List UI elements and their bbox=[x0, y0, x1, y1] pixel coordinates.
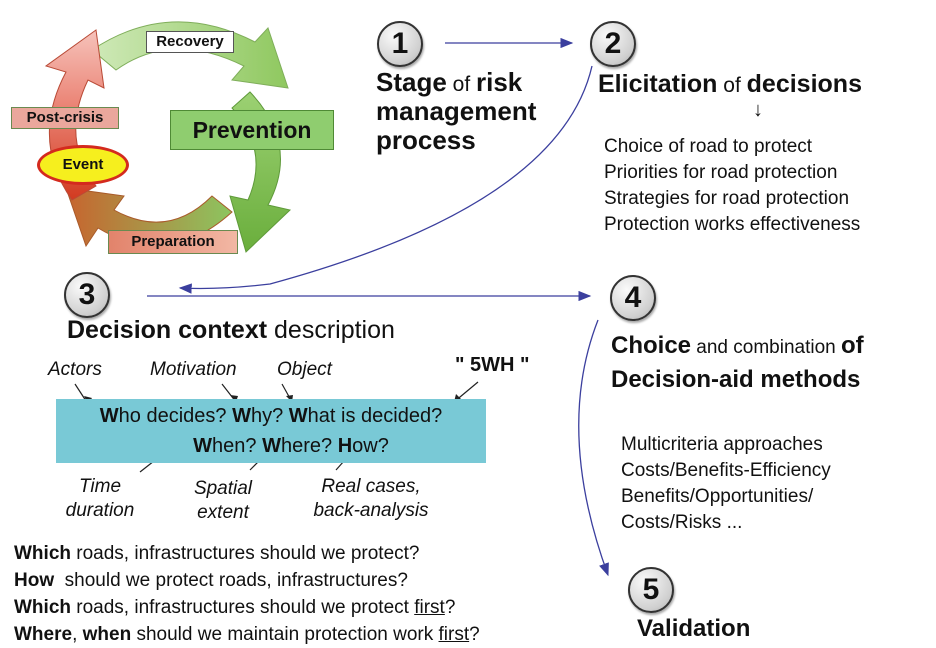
q4-text: should we maintain protection work bbox=[131, 624, 439, 645]
step-2-elicitation: Elicitation bbox=[598, 70, 718, 98]
list-item: Costs/Benefits-Efficiency bbox=[621, 460, 831, 481]
step-2-down-arrow: ↓ bbox=[753, 99, 763, 121]
q3-first: first bbox=[414, 597, 445, 618]
post-crisis-label: Post-crisis bbox=[11, 107, 119, 129]
step-1-line3: process bbox=[376, 125, 476, 156]
spatial-extent-label: Spatial extent bbox=[178, 477, 268, 525]
fivewh-line-1: Who decides? Why? What is decided? bbox=[56, 401, 486, 431]
who-text: ho decides? bbox=[118, 405, 233, 427]
w-why: W bbox=[232, 405, 251, 427]
list-item: Strategies for road protection bbox=[604, 188, 850, 209]
step-3-title: Decision context description bbox=[67, 316, 395, 345]
step-1-of: of bbox=[446, 73, 476, 96]
step-1-title: Stage of risk management process bbox=[376, 67, 576, 156]
step-4-line2: Decision-aid methods bbox=[611, 366, 861, 393]
time-text: Time bbox=[78, 476, 122, 497]
recovery-label: Recovery bbox=[146, 31, 234, 53]
spatial-text: Spatial bbox=[193, 478, 253, 499]
step-2-decisions: decisions bbox=[746, 70, 862, 98]
actors-label: Actors bbox=[48, 359, 102, 380]
q3-end: ? bbox=[444, 597, 456, 618]
w-who: W bbox=[99, 405, 119, 427]
q4-comma: , bbox=[72, 624, 83, 645]
motivation-label: Motivation bbox=[150, 359, 237, 380]
q3-bold: Which bbox=[14, 597, 71, 618]
step-4-of: of bbox=[841, 332, 864, 359]
question-3: Which roads, infrastructures should we p… bbox=[14, 594, 614, 621]
q1-bold: Which bbox=[14, 543, 71, 564]
back-analysis-text: back-analysis bbox=[313, 500, 429, 521]
when-text: hen? bbox=[212, 435, 263, 457]
fivewh-line-2: When? Where? How? bbox=[56, 431, 486, 461]
list-item: Benefits/Opportunities/ bbox=[621, 486, 814, 507]
prevention-label: Prevention bbox=[170, 110, 334, 150]
step-4-title: Choice and combination of Decision-aid m… bbox=[611, 330, 931, 396]
w-where: W bbox=[262, 435, 281, 457]
where-text: here? bbox=[280, 435, 338, 457]
question-2: How should we protect roads, infrastruct… bbox=[14, 567, 614, 594]
q4-end: ? bbox=[469, 624, 480, 645]
step-4-choice: Choice bbox=[611, 332, 692, 359]
question-4: Where, when should we maintain protectio… bbox=[14, 621, 614, 648]
extent-text: extent bbox=[197, 502, 249, 523]
w-when: W bbox=[193, 435, 213, 457]
q2-text: should we protect roads, infrastructures… bbox=[54, 570, 408, 591]
real-cases-text: Real cases, bbox=[321, 476, 421, 497]
w-what: W bbox=[288, 405, 308, 427]
q1-text: roads, infrastructures should we protect… bbox=[71, 543, 420, 564]
question-1: Which roads, infrastructures should we p… bbox=[14, 540, 614, 567]
list-item: Protection works effectiveness bbox=[604, 214, 861, 235]
step-3-number: 3 bbox=[64, 272, 110, 318]
step-1-line2: management bbox=[376, 96, 537, 127]
step-3-description: description bbox=[267, 316, 395, 344]
step-1-risk: risk bbox=[476, 67, 523, 97]
h-how: H bbox=[337, 435, 353, 457]
why-text: hy? bbox=[250, 405, 289, 427]
list-item: Choice of road to protect bbox=[604, 136, 813, 157]
list-item: Priorities for road protection bbox=[604, 162, 838, 183]
fivewh-box: Who decides? Why? What is decided? When?… bbox=[56, 399, 486, 463]
q2-bold: How bbox=[14, 570, 55, 591]
step-4-number: 4 bbox=[610, 275, 656, 321]
what-text: hat is decided? bbox=[307, 405, 443, 427]
step-1-stage: Stage bbox=[376, 67, 447, 97]
step-2-number: 2 bbox=[590, 21, 636, 67]
time-duration-label: Time duration bbox=[50, 475, 150, 523]
step-1-number: 1 bbox=[377, 21, 423, 67]
real-cases-label: Real cases, back-analysis bbox=[296, 475, 446, 523]
step-5-number: 5 bbox=[628, 567, 674, 613]
fivewh-label: " 5WH " bbox=[455, 354, 530, 376]
how-text: ow? bbox=[352, 435, 389, 457]
step-5-title: Validation bbox=[637, 615, 751, 642]
step-3-decision-context: Decision context bbox=[67, 316, 268, 344]
step-4-list: Multicriteria approaches Costs/Benefits-… bbox=[621, 432, 921, 536]
arrow-4-to-5 bbox=[578, 319, 609, 577]
arrow-2-to-3 bbox=[178, 65, 593, 294]
questions-list: Which roads, infrastructures should we p… bbox=[14, 540, 614, 648]
list-item: Costs/Risks ... bbox=[621, 512, 743, 533]
duration-text: duration bbox=[65, 500, 135, 521]
q4-bold2: when bbox=[82, 624, 132, 645]
step-4-and-combination: and combination bbox=[691, 337, 842, 358]
q3-text: roads, infrastructures should we protect bbox=[71, 597, 415, 618]
list-item: Multicriteria approaches bbox=[621, 434, 823, 455]
step-2-title: Elicitation of decisions bbox=[598, 70, 928, 98]
q4-bold: Where bbox=[14, 624, 73, 645]
q4-first: first bbox=[438, 624, 470, 645]
preparation-label: Preparation bbox=[108, 230, 238, 254]
step-2-of: of bbox=[717, 74, 747, 97]
event-label: Event bbox=[37, 145, 129, 185]
step-2-list: Choice of road to protect Priorities for… bbox=[604, 134, 934, 238]
object-label: Object bbox=[277, 359, 332, 380]
